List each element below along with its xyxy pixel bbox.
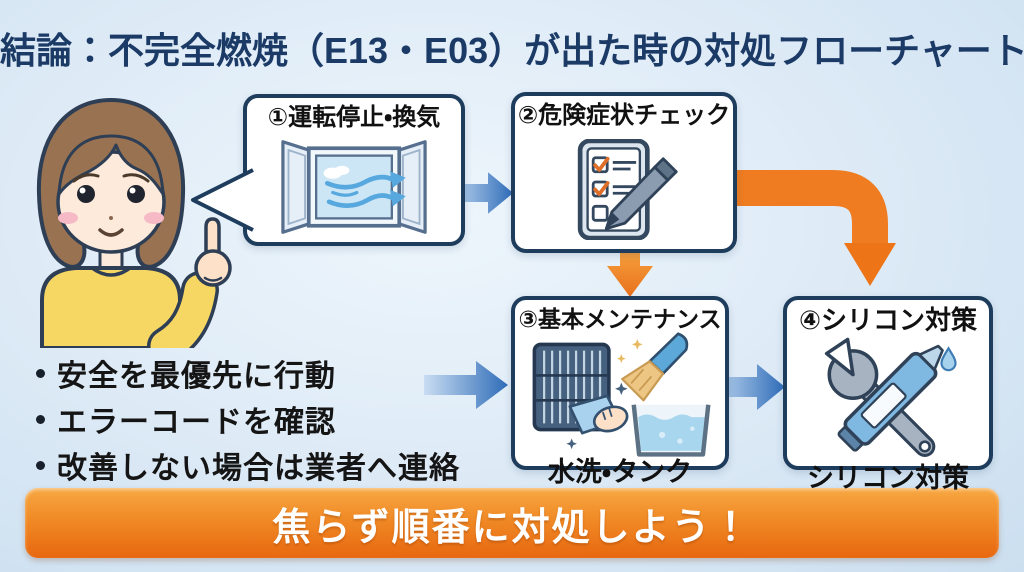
step-4-caption: シリコン対策 <box>807 462 969 493</box>
flow-step-4: ④シリコン対策 シリコン対策 <box>783 296 993 493</box>
flow-step-1: ①運転停止・換気 <box>191 94 465 246</box>
arrow-step3-to-step4 <box>725 364 785 410</box>
wrench-silicone-sealant-icon <box>787 336 989 464</box>
flow-step-3: ③基本メンテナンス <box>511 296 729 487</box>
step-1-label: ①運転停止・換気 <box>267 104 441 131</box>
wrench-silicone-svg <box>824 337 957 457</box>
note-text: エラーコードを確認 <box>57 406 336 439</box>
girl-pointing-illustration <box>16 84 242 365</box>
filter-cleaning-water-tank-icon <box>515 332 725 458</box>
bullet-dot <box>36 368 45 378</box>
arrow-notes-to-step3 <box>424 361 508 409</box>
arrow-step2-to-step3 <box>607 251 653 297</box>
list-item: 改善しない場合は業者へ連絡 <box>36 442 460 488</box>
checklist-svg <box>577 138 678 240</box>
page-title: 結論：不完全燃焼（E13・E03）が出た時の対処フローチャート <box>0 30 1024 71</box>
maintenance-svg <box>532 332 711 458</box>
checklist-pen-icon <box>515 130 733 249</box>
speech-bubble-tail <box>191 168 254 232</box>
girl-character-svg <box>36 98 232 365</box>
list-item: 安全を最優先に行動 <box>36 350 460 396</box>
open-window-svg <box>281 139 427 234</box>
flow-step-2: ②危険症状チェック <box>511 92 737 253</box>
note-text: 安全を最優先に行動 <box>57 360 336 393</box>
open-window-ventilation-icon <box>247 132 461 242</box>
arrow-step2-to-step4-elbow <box>733 170 896 286</box>
step-2-label: ②危険症状チェック <box>517 102 731 129</box>
arrow-step1-to-step2 <box>461 172 514 214</box>
bottom-banner: 焦らず順番に対処しよう！ <box>25 488 999 558</box>
banner-text: 焦らず順番に対処しよう！ <box>272 506 752 549</box>
bullet-dot <box>36 414 45 424</box>
list-item: エラーコードを確認 <box>36 396 460 442</box>
step-4-label: ④シリコン対策 <box>798 305 977 335</box>
bullet-dot <box>36 460 45 470</box>
note-text: 改善しない場合は業者へ連絡 <box>57 452 460 485</box>
safety-notes-list: 安全を最優先に行動 エラーコードを確認 改善しない場合は業者へ連絡 <box>36 350 460 488</box>
step-3-label: ③基本メンテナンス <box>518 306 722 332</box>
step-3-caption: 水洗・タンク <box>547 457 693 488</box>
